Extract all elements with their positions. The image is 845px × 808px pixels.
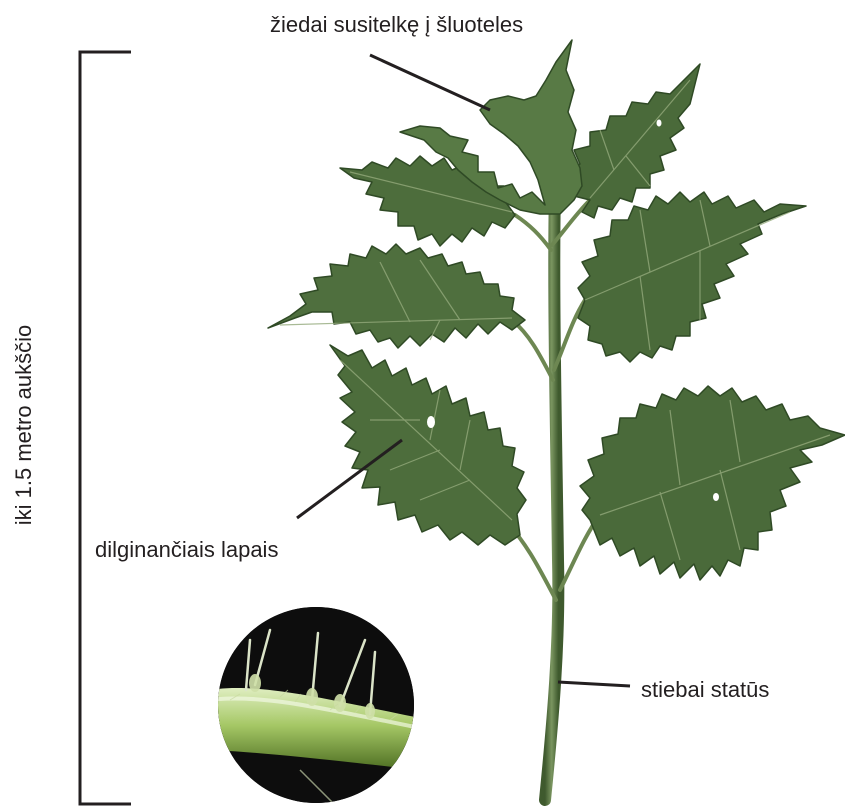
height-bracket: [80, 52, 131, 804]
flowers-label: žiedai susitelkę į šluoteles: [270, 12, 523, 38]
leaf-lower-left: [330, 345, 526, 545]
leaf-lower-right: [580, 386, 845, 580]
leaf-upper-left: [340, 156, 515, 246]
leaves-label: dilginančiais lapais: [95, 537, 278, 563]
flowers-pointer: [370, 55, 490, 110]
stem-label: stiebai statūs: [641, 677, 769, 703]
stem-pointer: [558, 682, 630, 686]
leaf-middle-right: [578, 192, 806, 362]
stinging-hair-inset: [210, 607, 420, 808]
height-label: iki 1.5 metro aukščio: [11, 325, 37, 526]
